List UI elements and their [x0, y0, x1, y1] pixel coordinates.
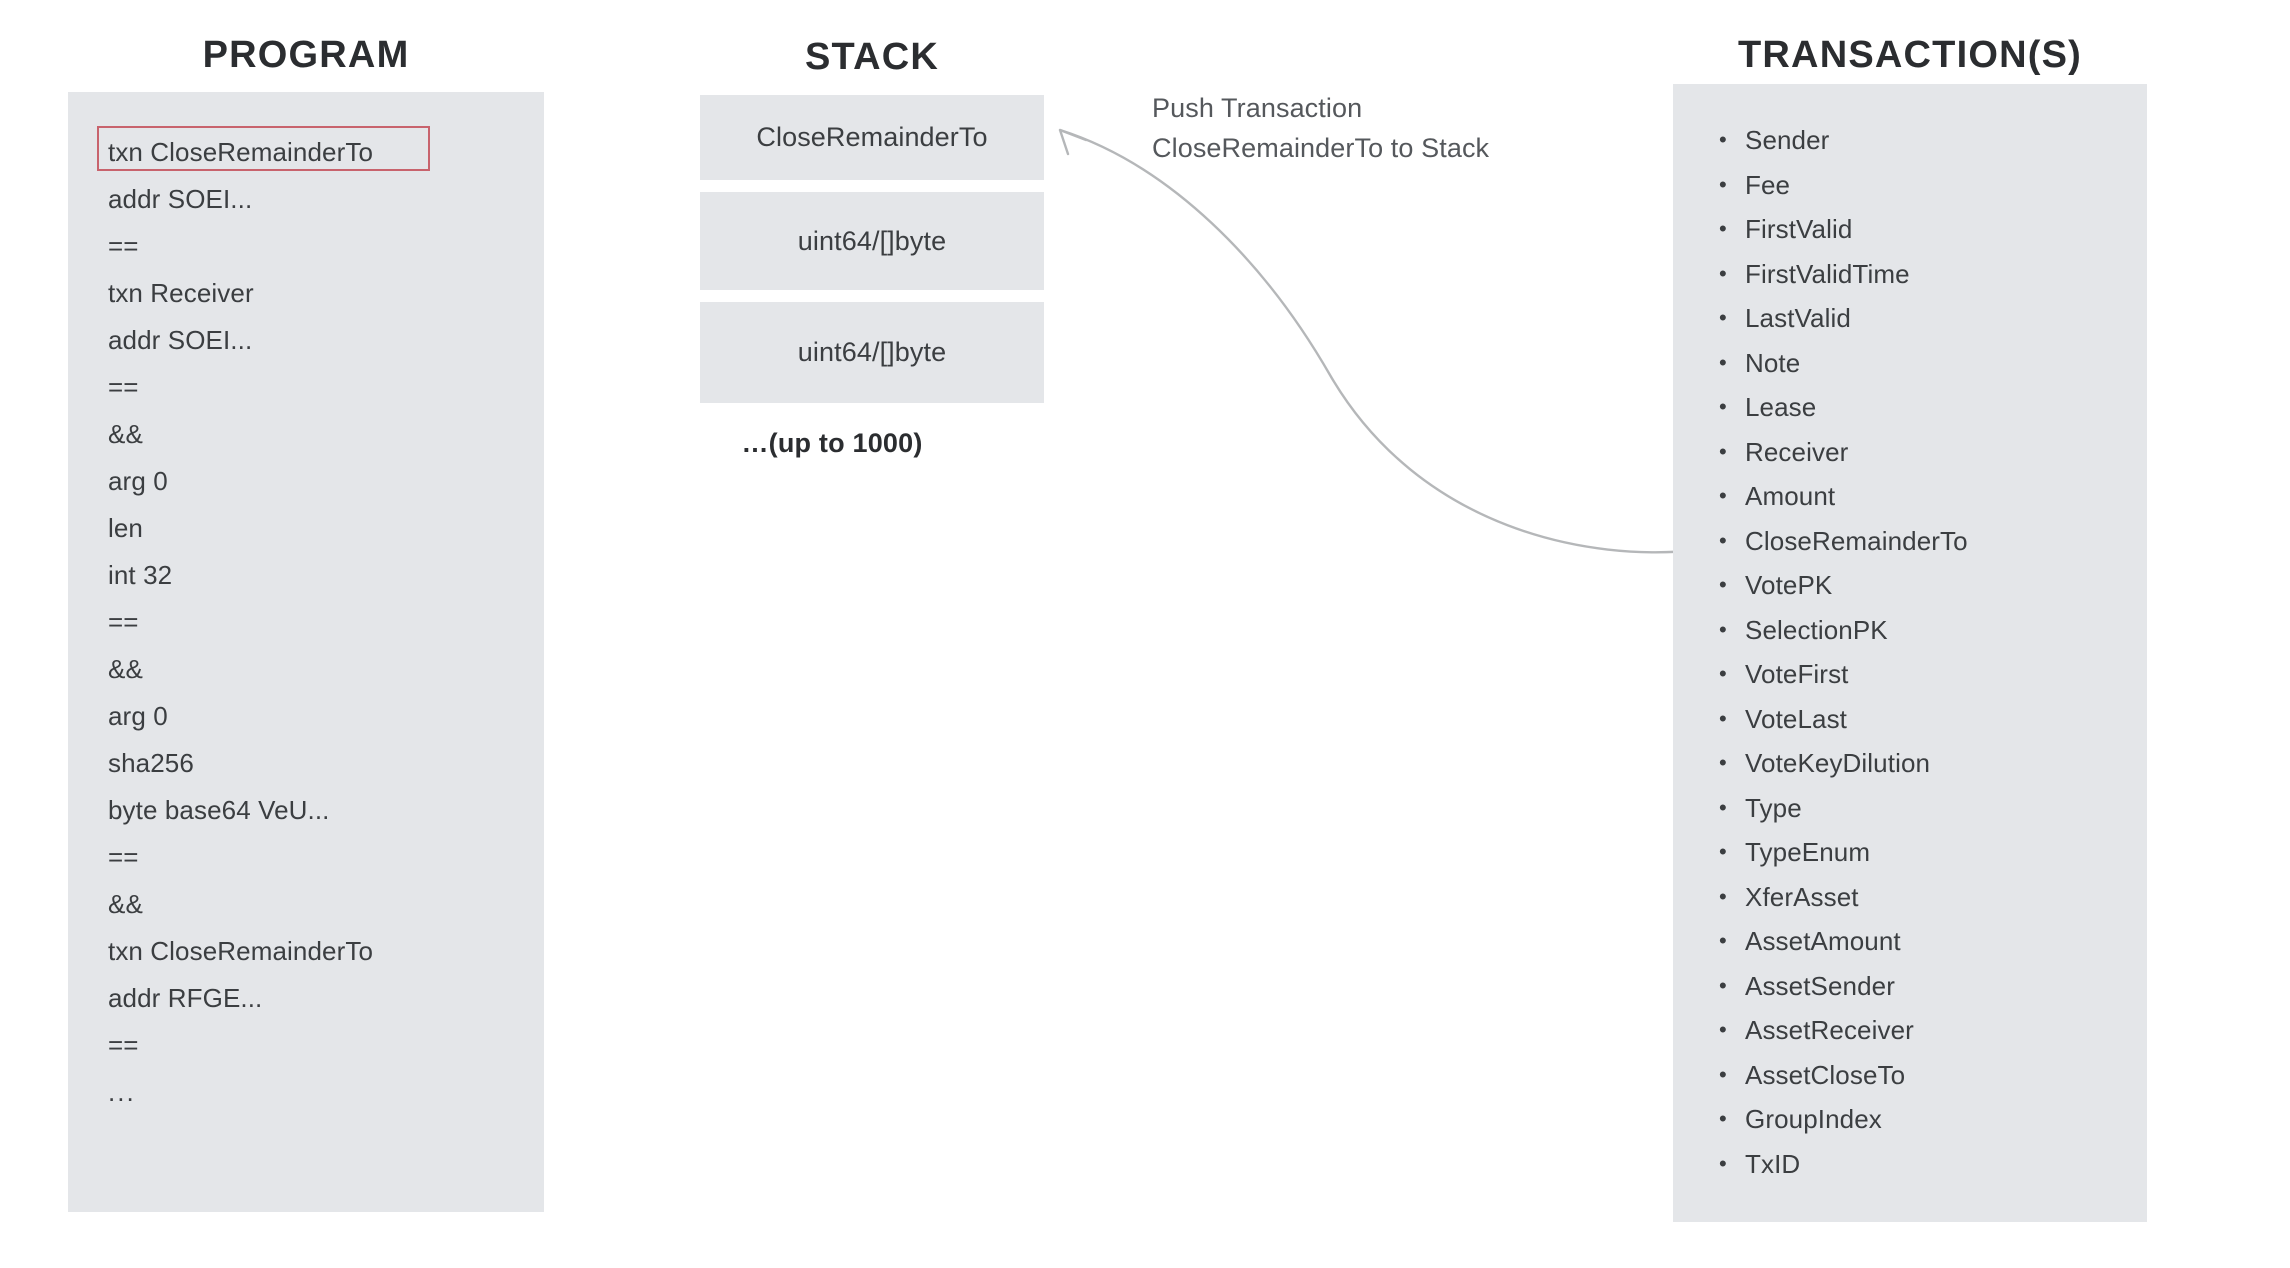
- transaction-field-item: CloseRemainderTo: [1719, 519, 2139, 564]
- program-code-list: txn CloseRemainderTo addr SOEI... == txn Re…: [108, 129, 528, 1116]
- program-code-line: &&: [108, 654, 143, 684]
- transaction-field-item: GroupIndex: [1719, 1097, 2139, 1142]
- transaction-field-item: Sender: [1719, 118, 2139, 163]
- program-code-line: &&: [108, 889, 143, 919]
- program-code-line: ==: [108, 231, 139, 261]
- transaction-field-item: Lease: [1719, 385, 2139, 430]
- transaction-field-item: VoteLast: [1719, 697, 2139, 742]
- push-arrow-curve: [1059, 128, 1699, 554]
- transaction-field-item: FirstValid: [1719, 207, 2139, 252]
- program-code-line: addr RFGE...: [108, 983, 263, 1013]
- transaction-field-item: Fee: [1719, 163, 2139, 208]
- program-code-line: ==: [108, 842, 139, 872]
- transaction-field-item: Amount: [1719, 474, 2139, 519]
- stack-slot: uint64/[]byte: [700, 302, 1044, 403]
- push-annotation-line-2: CloseRemainderTo to Stack: [1152, 133, 1490, 163]
- program-code-line: len: [108, 513, 143, 543]
- transaction-field-item: TxID: [1719, 1142, 2139, 1187]
- stack-slot-label: uint64/[]byte: [797, 337, 947, 367]
- transaction-fields-list: SenderFeeFirstValidFirstValidTimeLastVal…: [1719, 118, 2139, 1186]
- transaction-field-item: SelectionPK: [1719, 608, 2139, 653]
- program-code-line: addr SOEI...: [108, 184, 253, 214]
- push-arrow: [1058, 128, 1699, 554]
- program-panel: [68, 92, 544, 1212]
- stack-capacity-note: …(up to 1000): [741, 428, 923, 458]
- program-code-line: txn CloseRemainderTo: [108, 936, 374, 966]
- transaction-field-item: FirstValidTime: [1719, 252, 2139, 297]
- program-code-line: sha256: [108, 748, 194, 778]
- program-code-line: ==: [108, 372, 139, 402]
- program-column-title: PROGRAM: [202, 34, 410, 76]
- transaction-field-item: LastValid: [1719, 296, 2139, 341]
- stack-slot-top: CloseRemainderTo: [700, 95, 1044, 180]
- push-arrow-head: [1058, 128, 1088, 156]
- transaction-field-item: Receiver: [1719, 430, 2139, 475]
- stack-slot-label: CloseRemainderTo: [756, 122, 988, 152]
- program-code-line: arg 0: [108, 701, 168, 731]
- program-code-line: addr SOEI...: [108, 325, 253, 355]
- transactions-column-title: TRANSACTION(S): [1738, 34, 2082, 76]
- stack-slot-label: uint64/[]byte: [797, 225, 947, 256]
- program-code-line: ==: [108, 1030, 139, 1060]
- transaction-field-item: AssetAmount: [1719, 919, 2139, 964]
- transaction-field-item: AssetSender: [1719, 964, 2139, 1009]
- transaction-field-item: AssetCloseTo: [1719, 1053, 2139, 1098]
- transaction-field-item: VoteKeyDilution: [1719, 741, 2139, 786]
- program-code-line: ==: [108, 607, 139, 637]
- transaction-field-item: VoteFirst: [1719, 652, 2139, 697]
- transaction-field-item: AssetReceiver: [1719, 1008, 2139, 1053]
- program-code-line: ...: [108, 1077, 136, 1107]
- program-code-line: &&: [108, 419, 143, 449]
- program-code-line: byte base64 VeU...: [108, 795, 330, 825]
- stack-column-title: STACK: [804, 36, 940, 78]
- stack-slot: uint64/[]byte: [700, 192, 1044, 290]
- push-annotation-line-1: Push Transaction: [1152, 93, 1363, 123]
- transaction-field-item: XferAsset: [1719, 875, 2139, 920]
- transaction-field-item: Type: [1719, 786, 2139, 831]
- program-code-line: arg 0: [108, 466, 168, 496]
- transaction-field-item: VotePK: [1719, 563, 2139, 608]
- program-code-line: int 32: [108, 560, 173, 590]
- transaction-field-item: TypeEnum: [1719, 830, 2139, 875]
- program-code-line: txn Receiver: [108, 278, 254, 308]
- push-annotation: Push Transaction CloseRemainderTo to Sta…: [1152, 88, 1582, 168]
- transaction-field-item: Note: [1719, 341, 2139, 386]
- program-code-line: txn CloseRemainderTo: [108, 137, 374, 167]
